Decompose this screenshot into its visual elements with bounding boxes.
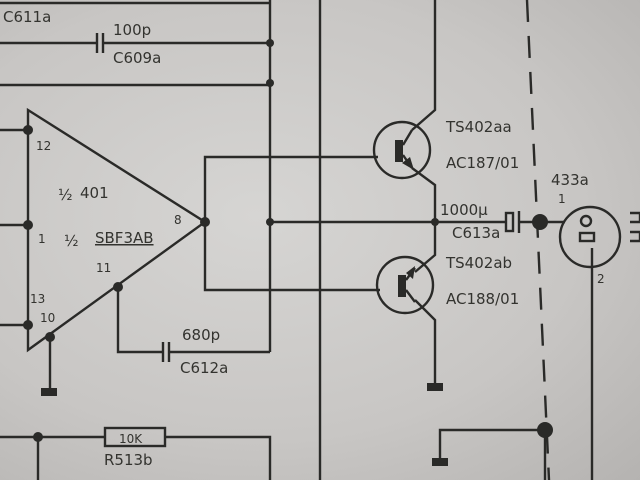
label-ts-lower-type: AC188/01 bbox=[446, 290, 519, 308]
label-connector-pin2: 2 bbox=[597, 272, 605, 286]
opamp-half-1: ½ bbox=[58, 186, 73, 204]
label-c612-ref: C612a bbox=[180, 359, 228, 377]
ground-symbols bbox=[41, 383, 448, 466]
label-c613-ref: C613a bbox=[452, 224, 500, 242]
label-ts-upper-type: AC187/01 bbox=[446, 154, 519, 172]
label-connector-pin1: 1 bbox=[558, 192, 566, 206]
label-c611-ref: C611a bbox=[3, 8, 51, 26]
dashed-boundary bbox=[525, 0, 551, 480]
pin-11: 11 bbox=[96, 261, 111, 275]
opamp-half-2: ½ bbox=[64, 232, 79, 250]
label-r513-ref: R513b bbox=[104, 451, 153, 469]
capacitor-c613 bbox=[504, 211, 521, 233]
wires bbox=[0, 0, 594, 480]
label-ts-lower-ref: TS402ab bbox=[445, 254, 512, 272]
transistor-upper bbox=[372, 120, 432, 180]
label-c609-value: 100p bbox=[113, 21, 151, 39]
capacitor-c612 bbox=[161, 342, 171, 362]
pin-12: 12 bbox=[36, 139, 51, 153]
pin-10: 10 bbox=[40, 311, 55, 325]
opamp-part-num: 401 bbox=[80, 184, 109, 202]
junction-dots bbox=[23, 39, 553, 442]
label-r513-value: 10K bbox=[119, 432, 143, 446]
opamp-type: SBF3AB bbox=[95, 229, 154, 247]
label-c612-value: 680p bbox=[182, 326, 220, 344]
pin-8: 8 bbox=[174, 213, 182, 227]
resistor-r513 bbox=[103, 426, 167, 448]
capacitor-c609 bbox=[95, 33, 105, 53]
transistor-lower bbox=[375, 255, 435, 315]
label-ts-upper-ref: TS402aa bbox=[445, 118, 512, 136]
label-connector-ref: 433a bbox=[551, 171, 589, 189]
pin-1: 1 bbox=[38, 232, 46, 246]
pin-13: 13 bbox=[30, 292, 45, 306]
label-c613-value: 1000µ bbox=[440, 201, 488, 219]
label-c609-ref: C609a bbox=[113, 49, 161, 67]
connector-433a[interactable] bbox=[558, 205, 640, 269]
